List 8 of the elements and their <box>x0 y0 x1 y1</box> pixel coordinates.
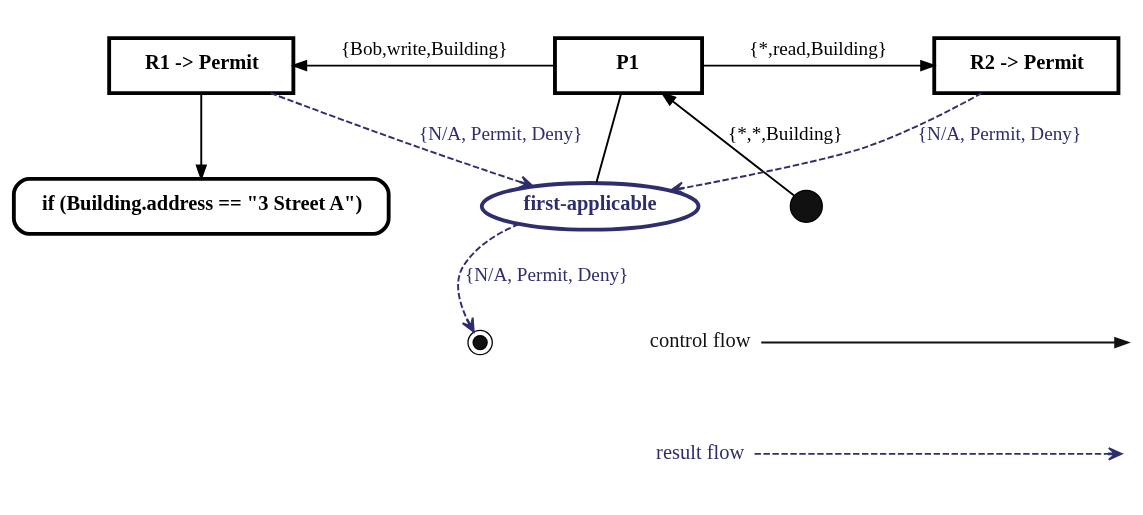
edge-label: {Bob,write,Building} <box>340 38 508 60</box>
edge-label: {N/A, Permit, Deny} <box>465 264 629 286</box>
legend-label: control flow <box>649 329 751 352</box>
legend-label: result flow <box>656 440 745 463</box>
edge-label: {N/A, Permit, Deny} <box>418 123 583 145</box>
edge-label: {N/A, Permit, Deny} <box>917 123 1082 145</box>
edge-label: {*,*,Building} <box>728 123 843 145</box>
edge-label: {*,read,Building} <box>749 38 887 60</box>
